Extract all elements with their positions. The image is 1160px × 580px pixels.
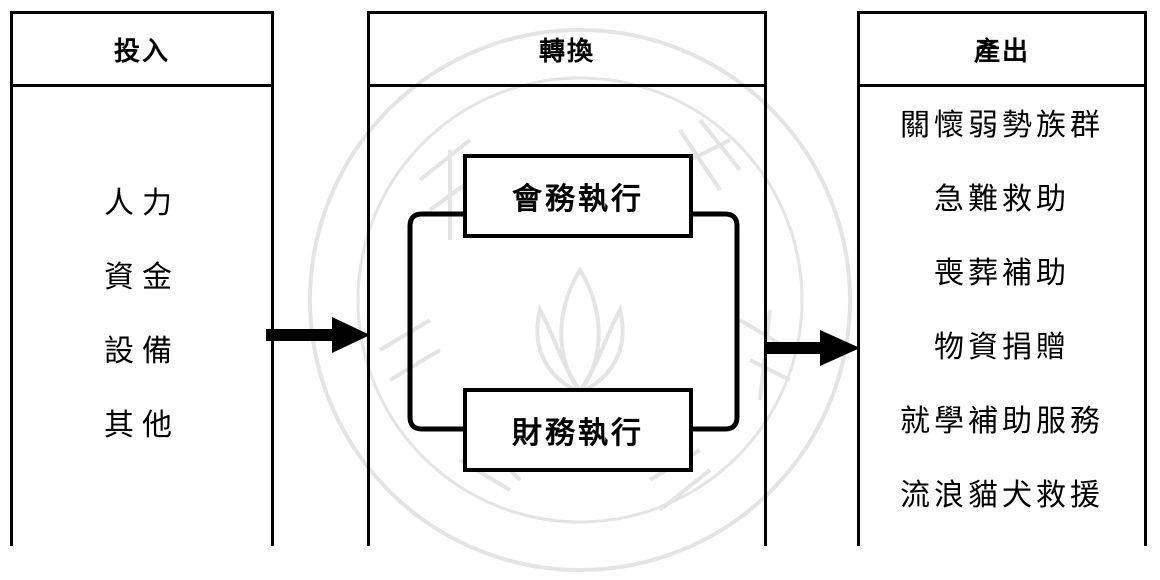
input-item: 其他	[104, 408, 180, 443]
input-header: 投入	[13, 14, 271, 87]
process-box-meeting: 會務執行	[463, 154, 693, 238]
input-list: 人力 資金 設備 其他	[13, 167, 271, 463]
output-item: 流浪貓犬救援	[900, 478, 1104, 513]
input-item: 人力	[104, 186, 180, 221]
output-header: 產出	[860, 14, 1144, 87]
right-arrow-icon	[266, 317, 370, 353]
input-column: 投入 人力 資金 設備 其他	[10, 11, 274, 546]
process-box-finance: 財務執行	[463, 388, 693, 472]
input-item: 資金	[104, 260, 180, 295]
transform-header: 轉換	[370, 14, 764, 87]
output-body: 關懷弱勢族群 急難救助 喪葬補助 物資捐贈 就學補助服務 流浪貓犬救援	[860, 87, 1144, 546]
transform-column: 轉換 會務執行 財務執行	[367, 11, 767, 546]
output-item: 急難救助	[934, 182, 1070, 217]
output-item: 喪葬補助	[934, 256, 1070, 291]
output-column: 產出 關懷弱勢族群 急難救助 喪葬補助 物資捐贈 就學補助服務 流浪貓犬救援	[857, 11, 1147, 546]
transform-body: 會務執行 財務執行	[370, 87, 764, 546]
output-list: 關懷弱勢族群 急難救助 喪葬補助 物資捐贈 就學補助服務 流浪貓犬救援	[860, 89, 1144, 533]
output-item: 物資捐贈	[934, 330, 1070, 365]
input-body: 人力 資金 設備 其他	[13, 87, 271, 546]
io-diagram: 投入 人力 資金 設備 其他 轉換 會務執行 財務執行 產出	[10, 11, 1147, 572]
output-item: 就學補助服務	[900, 404, 1104, 439]
output-item: 關懷弱勢族群	[900, 108, 1104, 143]
input-item: 設備	[104, 334, 180, 369]
right-arrow-icon	[764, 330, 860, 366]
